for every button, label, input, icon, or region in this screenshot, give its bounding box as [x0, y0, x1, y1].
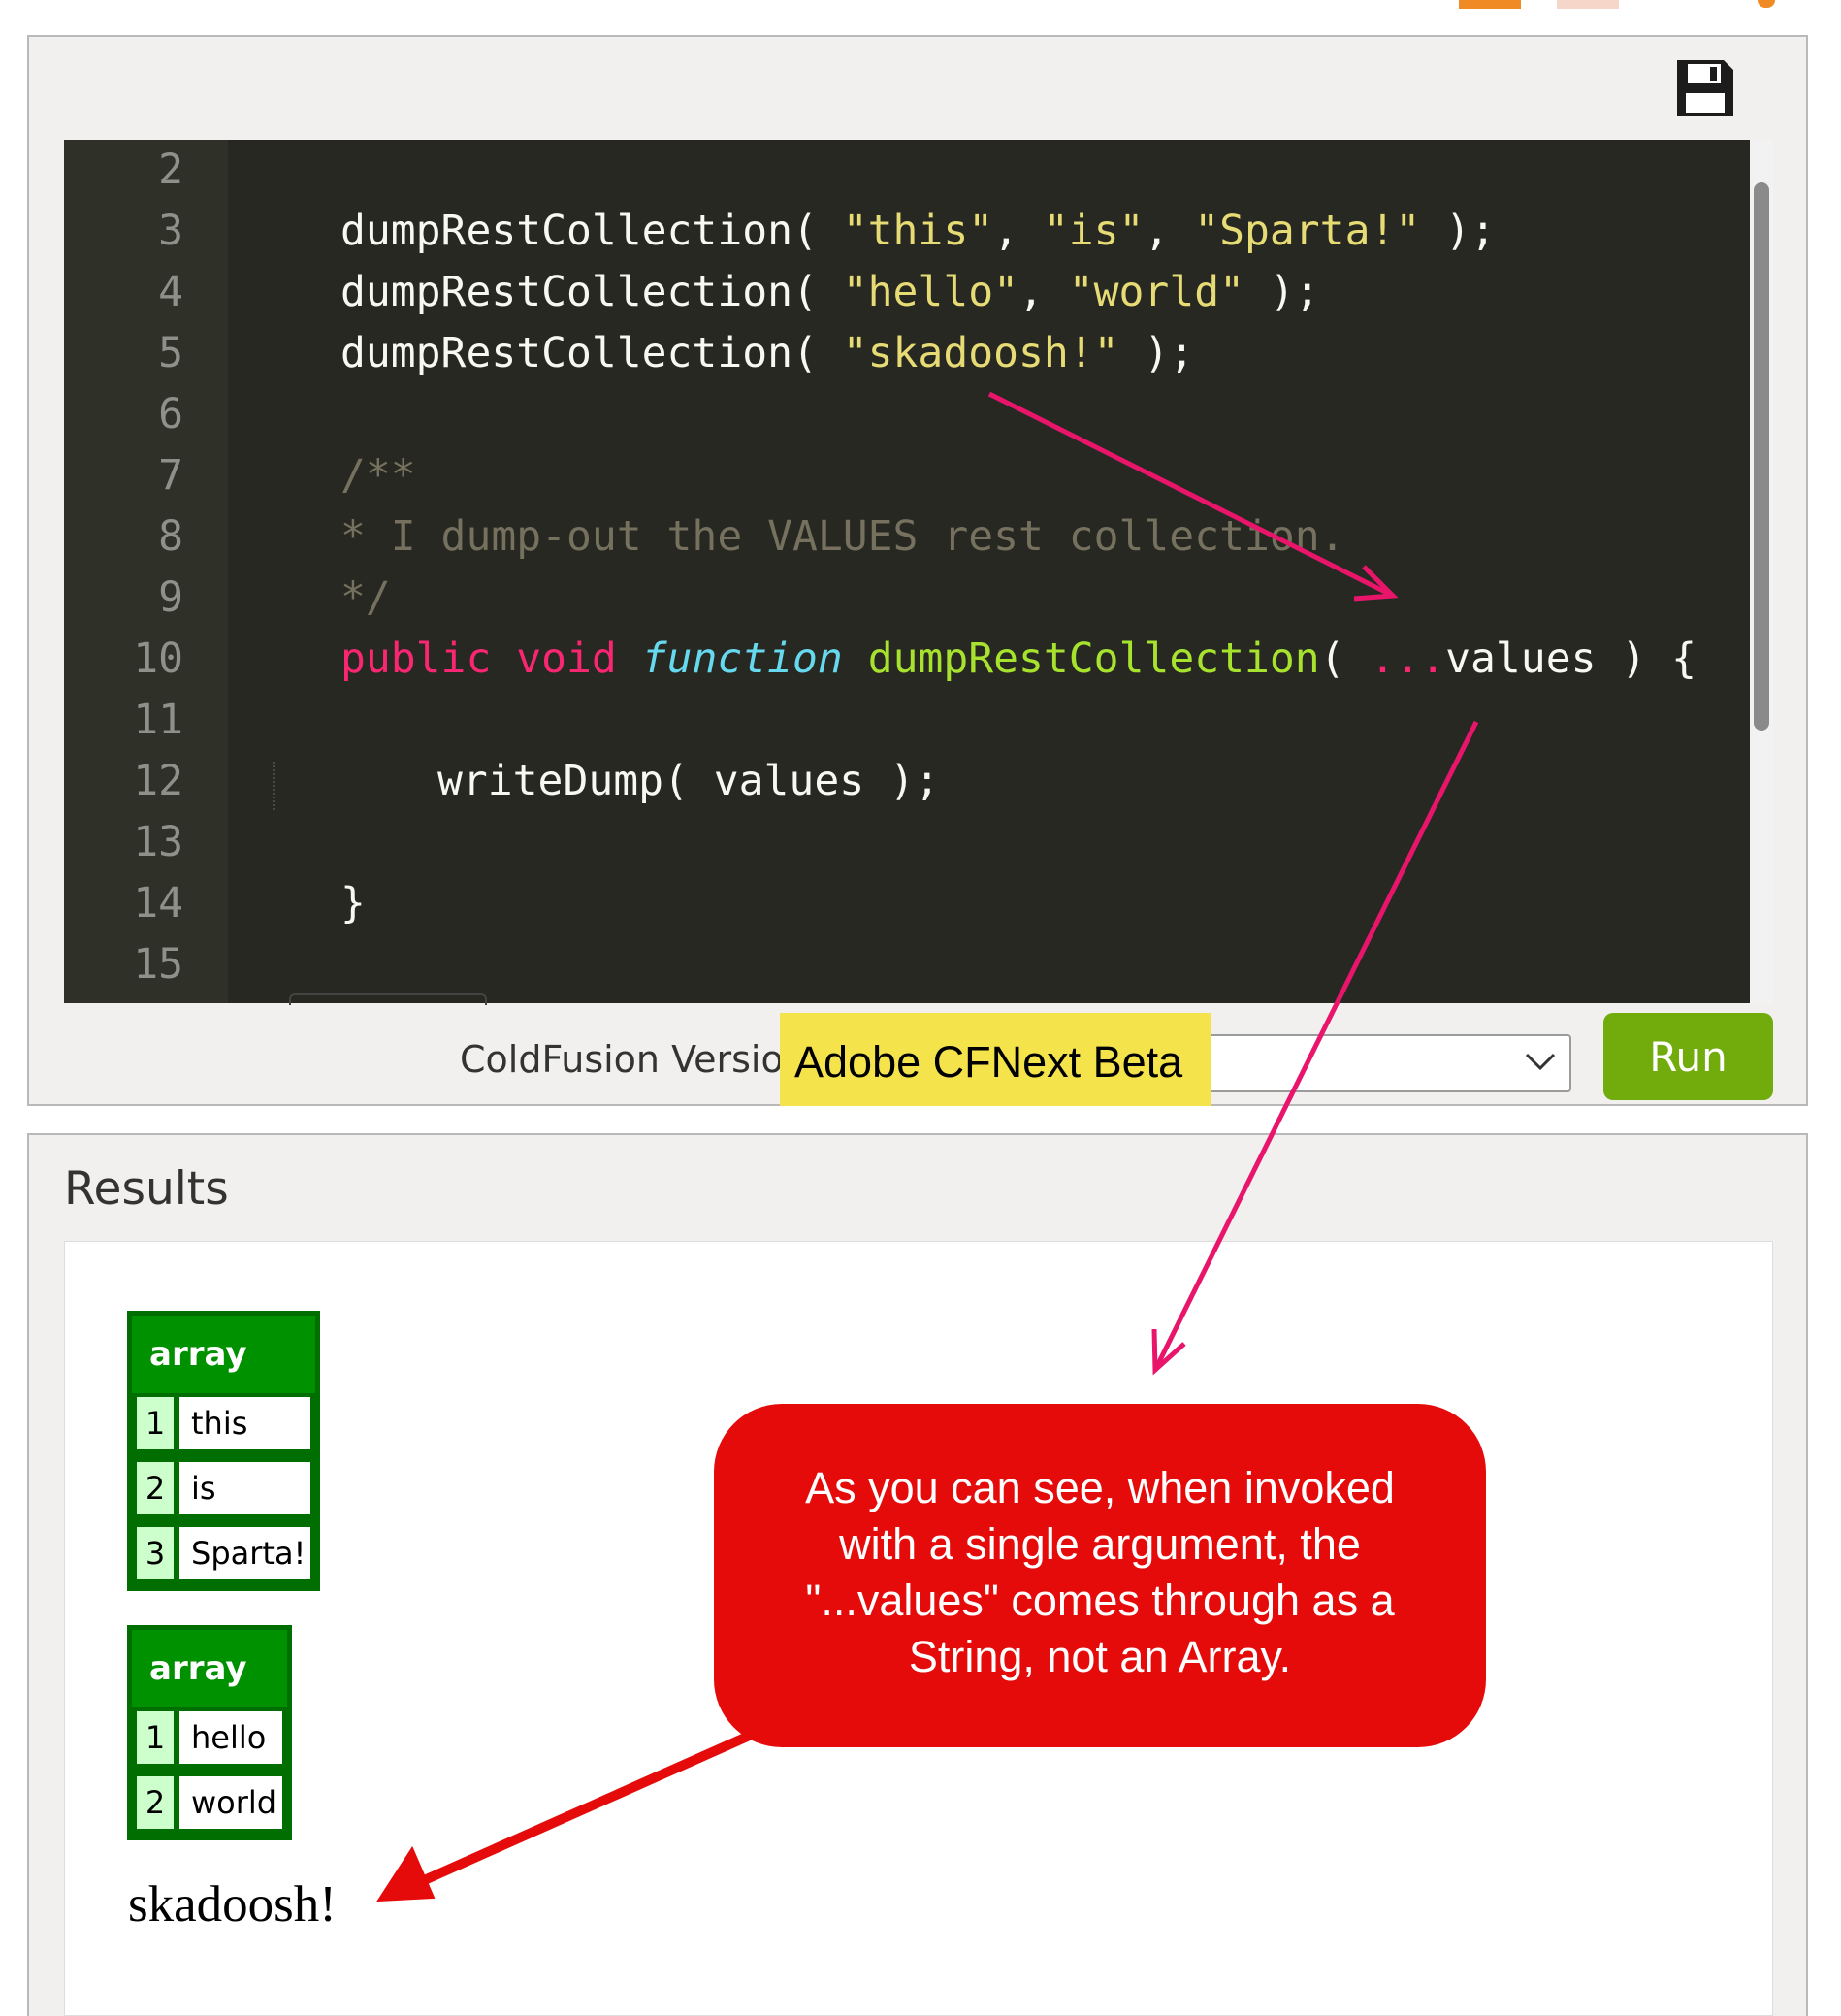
- code-line-12: writeDump( values );: [437, 757, 940, 805]
- line-number: 3: [158, 207, 183, 255]
- code-line-9: */: [340, 573, 391, 622]
- line-number: 8: [158, 512, 183, 561]
- line-number: 4: [158, 268, 183, 316]
- chevron-down-icon[interactable]: [1523, 1047, 1558, 1076]
- cf-version-label: ColdFusion Version: [460, 1038, 807, 1081]
- array-dump-row: 1 hello: [132, 1707, 287, 1768]
- code-line-10: public void function dumpRestCollection(…: [340, 634, 1697, 683]
- array-index: 2: [137, 1462, 174, 1514]
- array-dump-row: 1 this: [132, 1393, 315, 1453]
- editor-scrollbar-thumb[interactable]: [1754, 182, 1769, 731]
- toolbar-fragment-dot: [1758, 0, 1775, 8]
- code-line-5: dumpRestCollection( "skadoosh!" );: [340, 329, 1195, 377]
- array-index: 1: [137, 1397, 174, 1449]
- line-number: 7: [158, 451, 183, 500]
- editor-horizontal-scroll-hint: [289, 993, 487, 1005]
- line-number: 11: [133, 696, 183, 744]
- line-number: 2: [158, 146, 183, 194]
- array-dump-row: 2 world: [132, 1772, 287, 1833]
- array-dump: array 1 hello 2 world: [127, 1625, 292, 1840]
- cf-version-selected-value[interactable]: Adobe CFNext Beta: [794, 1037, 1183, 1087]
- code-editor[interactable]: 2 3 4 5 6 7 8 9 10 11 12 13 14 15 dumpRe…: [64, 140, 1773, 1003]
- line-number: 5: [158, 329, 183, 377]
- array-dump: array 1 this 2 is 3 Sparta!: [127, 1311, 320, 1591]
- array-dump-row: 2 is: [132, 1458, 315, 1518]
- code-line-3: dumpRestCollection( "this", "is", "Spart…: [340, 207, 1496, 255]
- array-value: is: [179, 1462, 310, 1514]
- array-dump-row: 3 Sparta!: [132, 1523, 315, 1583]
- results-title: Results: [64, 1162, 229, 1216]
- annotation-callout-text: As you can see, when invoked with a sing…: [805, 1463, 1395, 1681]
- array-index: 1: [137, 1711, 174, 1764]
- line-number: 15: [133, 940, 183, 989]
- array-index: 2: [137, 1776, 174, 1829]
- code-line-14: }: [340, 879, 366, 927]
- line-number: 10: [133, 634, 183, 683]
- line-number: 12: [133, 757, 183, 805]
- array-value: this: [179, 1397, 310, 1449]
- save-icon[interactable]: [1673, 56, 1737, 120]
- line-number: 14: [133, 879, 183, 927]
- line-number: 9: [158, 573, 183, 622]
- array-value: hello: [179, 1711, 282, 1764]
- array-index: 3: [137, 1527, 174, 1579]
- array-dump-header: array: [132, 1630, 287, 1707]
- plain-string-output: skadoosh!: [128, 1876, 337, 1933]
- array-dump-header: array: [132, 1316, 315, 1393]
- line-number: 13: [133, 818, 183, 866]
- line-number: 6: [158, 390, 183, 439]
- toolbar-fragment-light-icon: [1557, 0, 1619, 9]
- indent-guide: [273, 762, 275, 810]
- array-value: world: [179, 1776, 282, 1829]
- annotation-callout: [714, 1404, 1486, 1747]
- run-button[interactable]: Run: [1603, 1013, 1773, 1100]
- code-line-7: /**: [340, 451, 416, 500]
- version-highlight: [780, 1013, 1211, 1106]
- toolbar-fragment-orange-icon: [1459, 0, 1521, 9]
- array-value: Sparta!: [179, 1527, 310, 1579]
- code-line-8: * I dump-out the VALUES rest collection.: [340, 512, 1345, 561]
- line-number-gutter: 2 3 4 5 6 7 8 9 10 11 12 13 14 15: [64, 140, 228, 1003]
- code-line-4: dumpRestCollection( "hello", "world" );: [340, 268, 1320, 316]
